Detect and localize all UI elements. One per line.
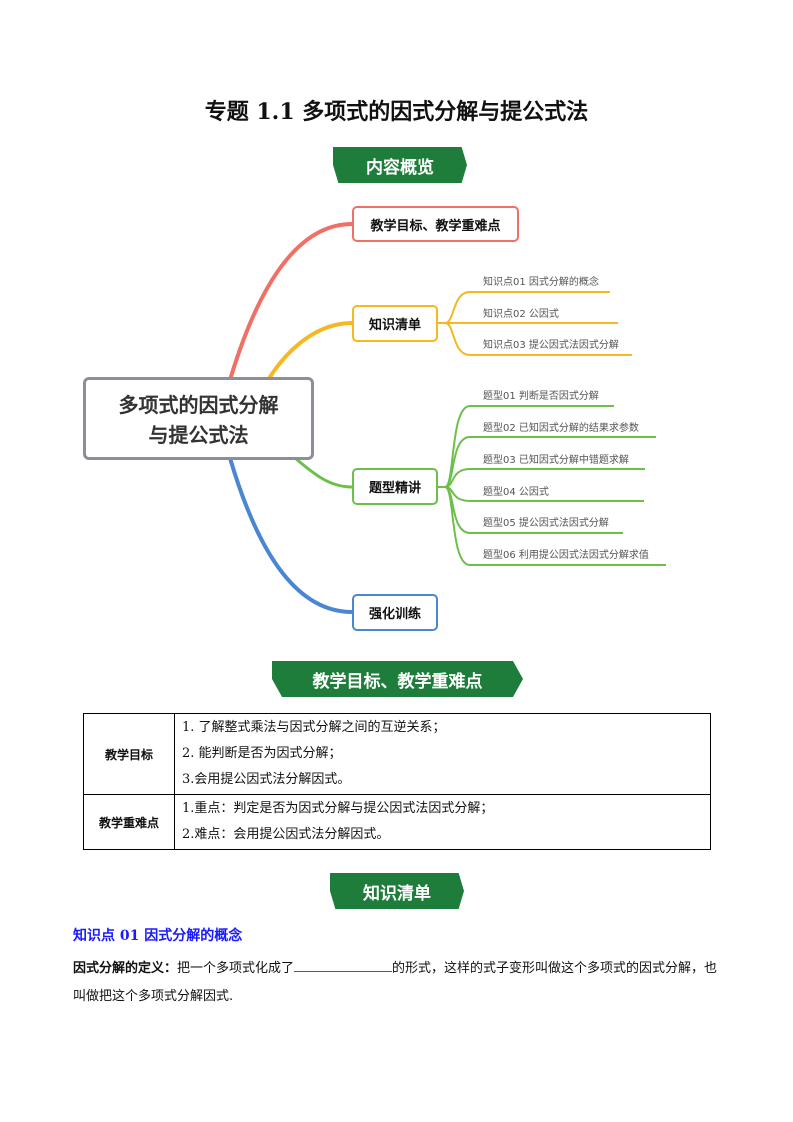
table-line: 1. 了解整式乘法与因式分解之间的互逆关系；	[182, 720, 446, 735]
fill-in-blank[interactable]	[294, 957, 393, 972]
leaf-type-5: 题型05 提公因式法因式分解	[483, 518, 609, 529]
definition-term: 因式分解的定义：	[73, 961, 178, 976]
center-line-2: 与提公式法	[148, 423, 249, 447]
table-line: 2. 能判断是否为因式分解；	[182, 746, 342, 761]
leaf-type-3: 题型03 已知因式分解中错题求解	[483, 455, 629, 466]
leaf-type-4: 题型04 公因式	[483, 487, 549, 498]
connector-types	[294, 456, 353, 489]
leaf-type-2: 题型02 已知因式分解的结果求参数	[483, 423, 639, 434]
leaf-knowledge-2: 知识点02 公因式	[483, 309, 559, 320]
table-line: 1.重点：判定是否为因式分解与提公因式法因式分解；	[182, 801, 494, 816]
center-line-1: 多项式的因式分解	[118, 393, 279, 417]
node-training: 强化训练	[352, 594, 438, 631]
leaf-type-6: 题型06 利用提公因式法因式分解求值	[483, 550, 649, 561]
table-row: 教学目标 1. 了解整式乘法与因式分解之间的互逆关系； 2. 能判断是否为因式分…	[83, 713, 711, 795]
types-leaf-lines	[437, 405, 666, 566]
table-row: 教学重难点 1.重点：判定是否为因式分解与提公因式法因式分解； 2.难点：会用提…	[83, 794, 711, 850]
badge-goals: 教学目标、教学重难点	[272, 661, 523, 697]
definition-text-1: 把一个多项式化成了	[177, 961, 295, 976]
badge-overview: 内容概览	[333, 147, 467, 183]
mindmap-center-node: 多项式的因式分解 与提公式法	[83, 377, 314, 460]
connector-goals	[228, 222, 353, 381]
badge-knowledge: 知识清单	[330, 873, 464, 909]
knowledge-leaf-lines	[437, 291, 632, 356]
node-goals: 教学目标、教学重难点	[352, 206, 519, 242]
node-knowledge: 知识清单	[352, 305, 438, 342]
connector-training	[228, 457, 353, 614]
mindmap-connectors	[228, 222, 666, 614]
row-header: 教学重难点	[83, 794, 175, 850]
row-content: 1. 了解整式乘法与因式分解之间的互逆关系； 2. 能判断是否为因式分解； 3.…	[174, 713, 711, 795]
leaf-knowledge-1: 知识点01 因式分解的概念	[483, 277, 599, 288]
leaf-type-1: 题型01 判断是否因式分解	[483, 391, 599, 402]
knowledge-point-heading: 知识点 01 因式分解的概念	[73, 928, 243, 944]
definition-text-2: 的形式，这样的式子变形叫做这个多项式的因式分解，也叫做把这个多项式分解因式.	[73, 961, 718, 1004]
connector-knowledge	[266, 321, 353, 382]
table-line: 2.难点：会用提公因式法分解因式。	[182, 827, 390, 842]
node-types: 题型精讲	[352, 468, 438, 505]
definition-paragraph: 因式分解的定义：把一个多项式化成了的形式，这样的式子变形叫做这个多项式的因式分解…	[73, 955, 723, 1011]
goals-table: 教学目标 1. 了解整式乘法与因式分解之间的互逆关系； 2. 能判断是否为因式分…	[83, 713, 711, 850]
table-line: 3.会用提公因式法分解因式。	[182, 772, 351, 787]
row-header: 教学目标	[83, 713, 175, 795]
row-content: 1.重点：判定是否为因式分解与提公因式法因式分解； 2.难点：会用提公因式法分解…	[174, 794, 711, 850]
page-title: 专题 1.1 多项式的因式分解与提公式法	[204, 99, 589, 125]
leaf-knowledge-3: 知识点03 提公因式法因式分解	[483, 340, 619, 351]
